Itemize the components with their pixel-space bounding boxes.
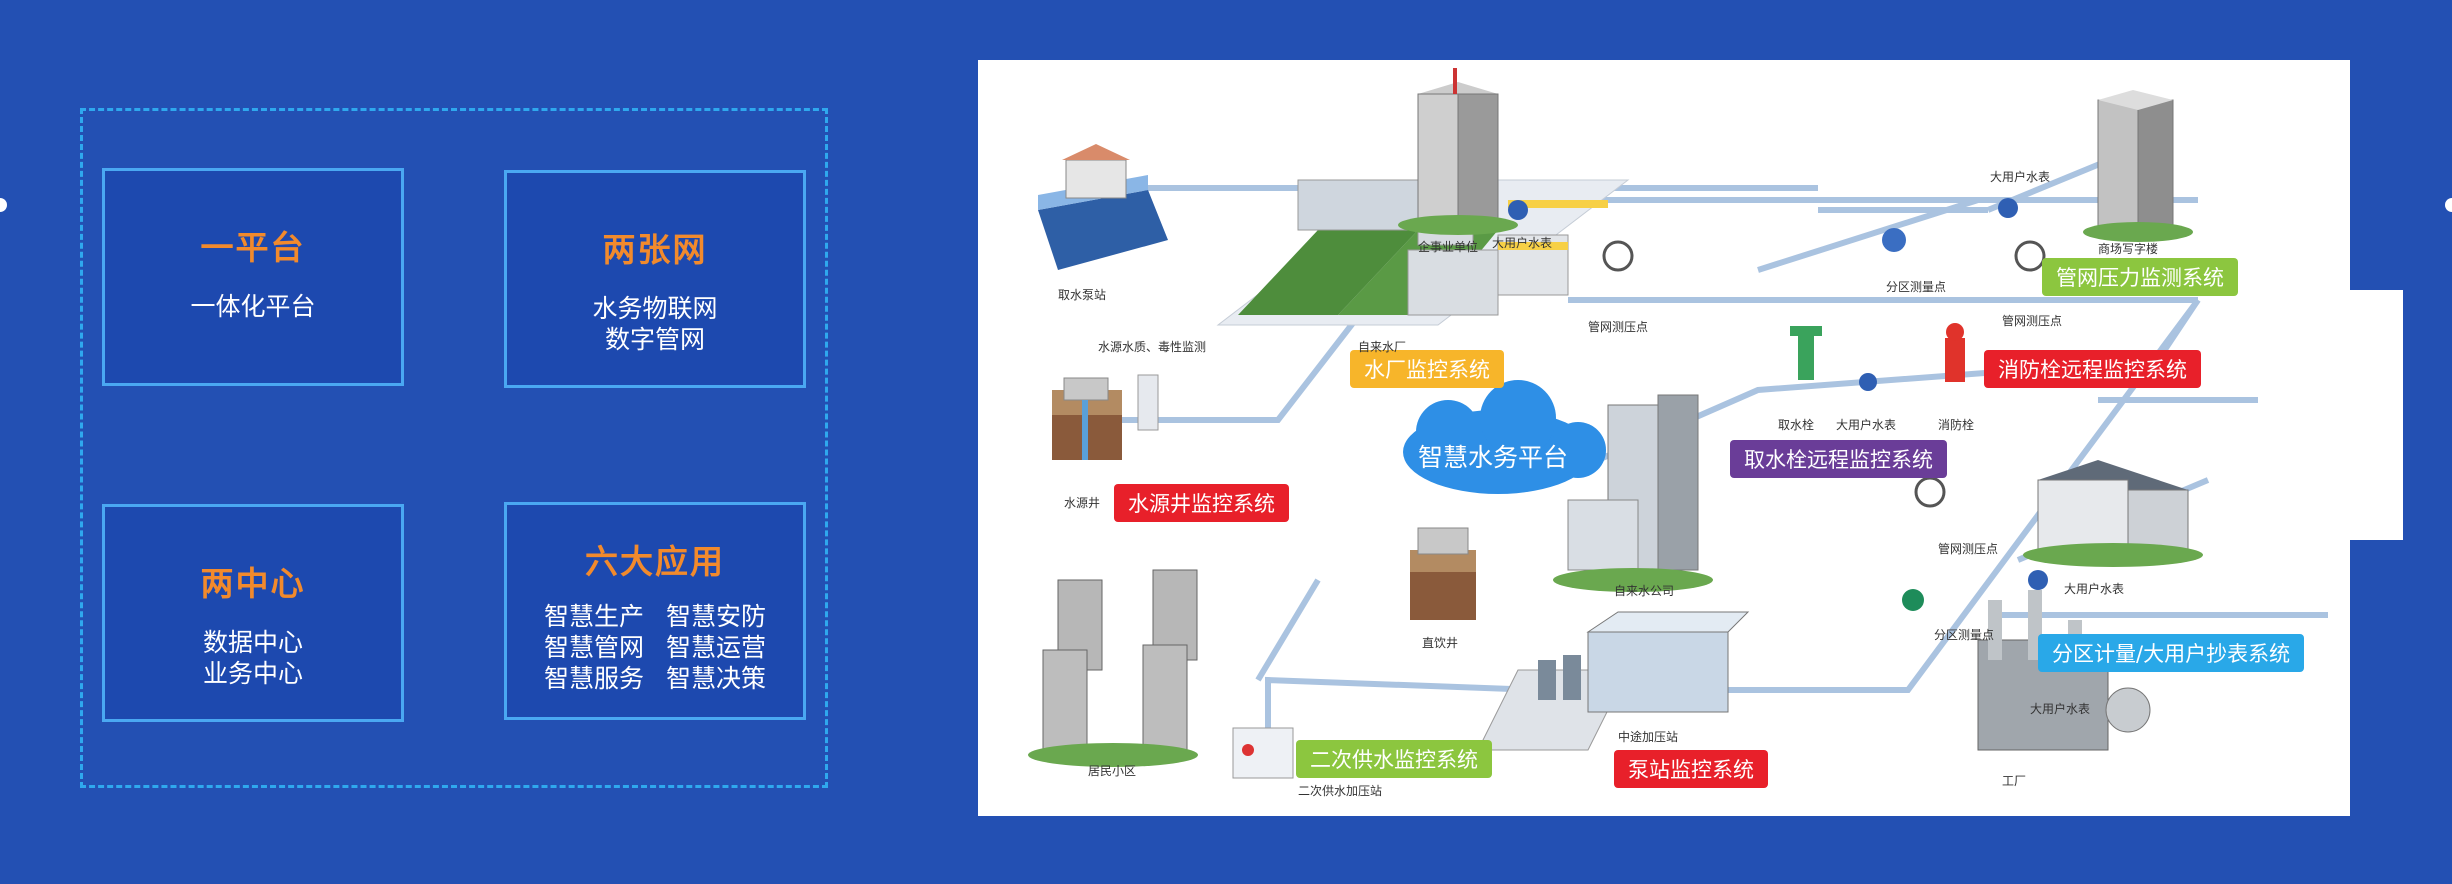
panel-notch <box>2348 290 2403 540</box>
right-edge-dot <box>2445 198 2452 212</box>
intake-pump-station-icon <box>1038 144 1168 270</box>
place-label: 管网测压点 <box>1588 320 1649 334</box>
water-system-diagram: 水厂监控系统 水源井监控系统 管网压力监测系统 消防栓远程监控系统 取水栓远程监… <box>978 60 2350 816</box>
card-title: 两张网 <box>602 230 708 269</box>
place-label: 商场写字楼 <box>2098 242 2159 256</box>
big-meter-icon <box>1859 373 1877 391</box>
source-well-system-label: 水源井监控系统 <box>1114 484 1289 522</box>
card-two-networks: 两张网 水务物联网 数字管网 <box>504 170 806 388</box>
waterworks-system-label: 水厂监控系统 <box>1350 350 1504 388</box>
app-item: 智慧运营 <box>665 633 766 662</box>
hydrant-system-label: 消防栓远程监控系统 <box>1984 350 2201 388</box>
platform-cloud-icon <box>1403 380 1606 494</box>
place-label: 消防栓 <box>1938 418 1975 432</box>
pressure-system-label: 管网压力监测系统 <box>2042 258 2238 296</box>
big-meter-icon <box>1508 200 1528 220</box>
card-title: 六大应用 <box>585 542 725 581</box>
place-label: 大用户水表 <box>1836 418 1897 432</box>
pressure-gauge-icon <box>1602 240 1634 272</box>
card-two-centers: 两中心 数据中心 业务中心 <box>102 504 404 722</box>
apartment-building-icon <box>2023 460 2203 590</box>
card-line: 业务中心 <box>202 659 303 688</box>
place-label: 取水泵站 <box>1058 288 1107 302</box>
source-well-icon <box>1052 377 1122 460</box>
zone-meter-icon <box>1882 228 1906 252</box>
residential-buildings-icon <box>1028 569 1198 767</box>
place-label: 工厂 <box>2002 774 2027 788</box>
place-label: 大用户水表 <box>2064 582 2125 596</box>
place-label: 企事业单位 <box>1418 240 1479 254</box>
water-company-building-icon <box>1553 394 1713 592</box>
place-label: 大用户水表 <box>1492 236 1553 250</box>
place-label: 大用户水表 <box>1990 170 2051 184</box>
place-label: 自来水厂 <box>1358 340 1407 354</box>
zone-meter-icon <box>1902 589 1924 611</box>
place-label: 中途加压站 <box>1618 730 1679 744</box>
waterworks-plant-icon <box>1137 164 1630 431</box>
place-label: 取水栓 <box>1778 418 1815 432</box>
intake-valve-icon <box>1790 326 1822 380</box>
app-item: 智慧管网 <box>543 633 644 662</box>
office-tower-icon <box>2083 90 2193 242</box>
app-item: 智慧生产 <box>543 602 644 631</box>
big-meter-icon <box>1998 198 2018 218</box>
place-label: 二次供水加压站 <box>1298 784 1383 798</box>
card-line: 一体化平台 <box>190 292 316 321</box>
place-label: 管网测压点 <box>1938 542 1999 556</box>
deep-well-icon <box>1410 527 1476 620</box>
card-line: 数字管网 <box>604 325 705 354</box>
place-label: 水源井 <box>1064 496 1101 510</box>
card-line: 水务物联网 <box>592 294 718 323</box>
platform-name: 智慧水务平台 <box>1418 443 1569 472</box>
intake-hydrant-system-label: 取水栓远程监控系统 <box>1730 440 1947 478</box>
pressure-gauge-icon <box>1914 476 1946 508</box>
secondary-station-icon <box>1232 727 1294 779</box>
app-item: 智慧决策 <box>665 664 766 693</box>
card-six-applications: 六大应用 智慧生产 智慧安防 智慧管网 智慧运营 智慧服务 智慧决策 <box>504 502 806 720</box>
place-label: 自来水公司 <box>1614 584 1675 598</box>
app-item: 智慧安防 <box>665 602 766 631</box>
enterprise-building-icon <box>1398 68 1518 235</box>
place-label: 水源水质、毒性监测 <box>1098 340 1207 354</box>
place-label: 分区测量点 <box>1886 280 1947 294</box>
card-one-platform: 一平台 一体化平台 <box>102 168 404 386</box>
place-label: 大用户水表 <box>2030 702 2091 716</box>
architecture-frame <box>80 108 828 788</box>
left-edge-dot <box>0 198 7 212</box>
secondary-system-label: 二次供水监控系统 <box>1296 740 1492 778</box>
card-line: 数据中心 <box>202 628 303 657</box>
pressure-gauge-icon <box>2014 240 2046 272</box>
relay-pump-station-icon <box>1477 611 1750 751</box>
place-label: 直饮井 <box>1422 636 1459 650</box>
metering-system-label: 分区计量/大用户抄表系统 <box>2038 634 2305 672</box>
card-title: 两中心 <box>200 564 306 603</box>
pump-system-label: 泵站监控系统 <box>1614 750 1768 788</box>
place-label: 分区测量点 <box>1934 628 1995 642</box>
diagram-drawing <box>1028 68 2328 779</box>
fire-hydrant-icon <box>1945 323 1965 382</box>
place-label: 居民小区 <box>1088 764 1137 778</box>
place-label: 管网测压点 <box>2002 314 2063 328</box>
card-title: 一平台 <box>200 228 306 267</box>
app-item: 智慧服务 <box>543 664 644 693</box>
